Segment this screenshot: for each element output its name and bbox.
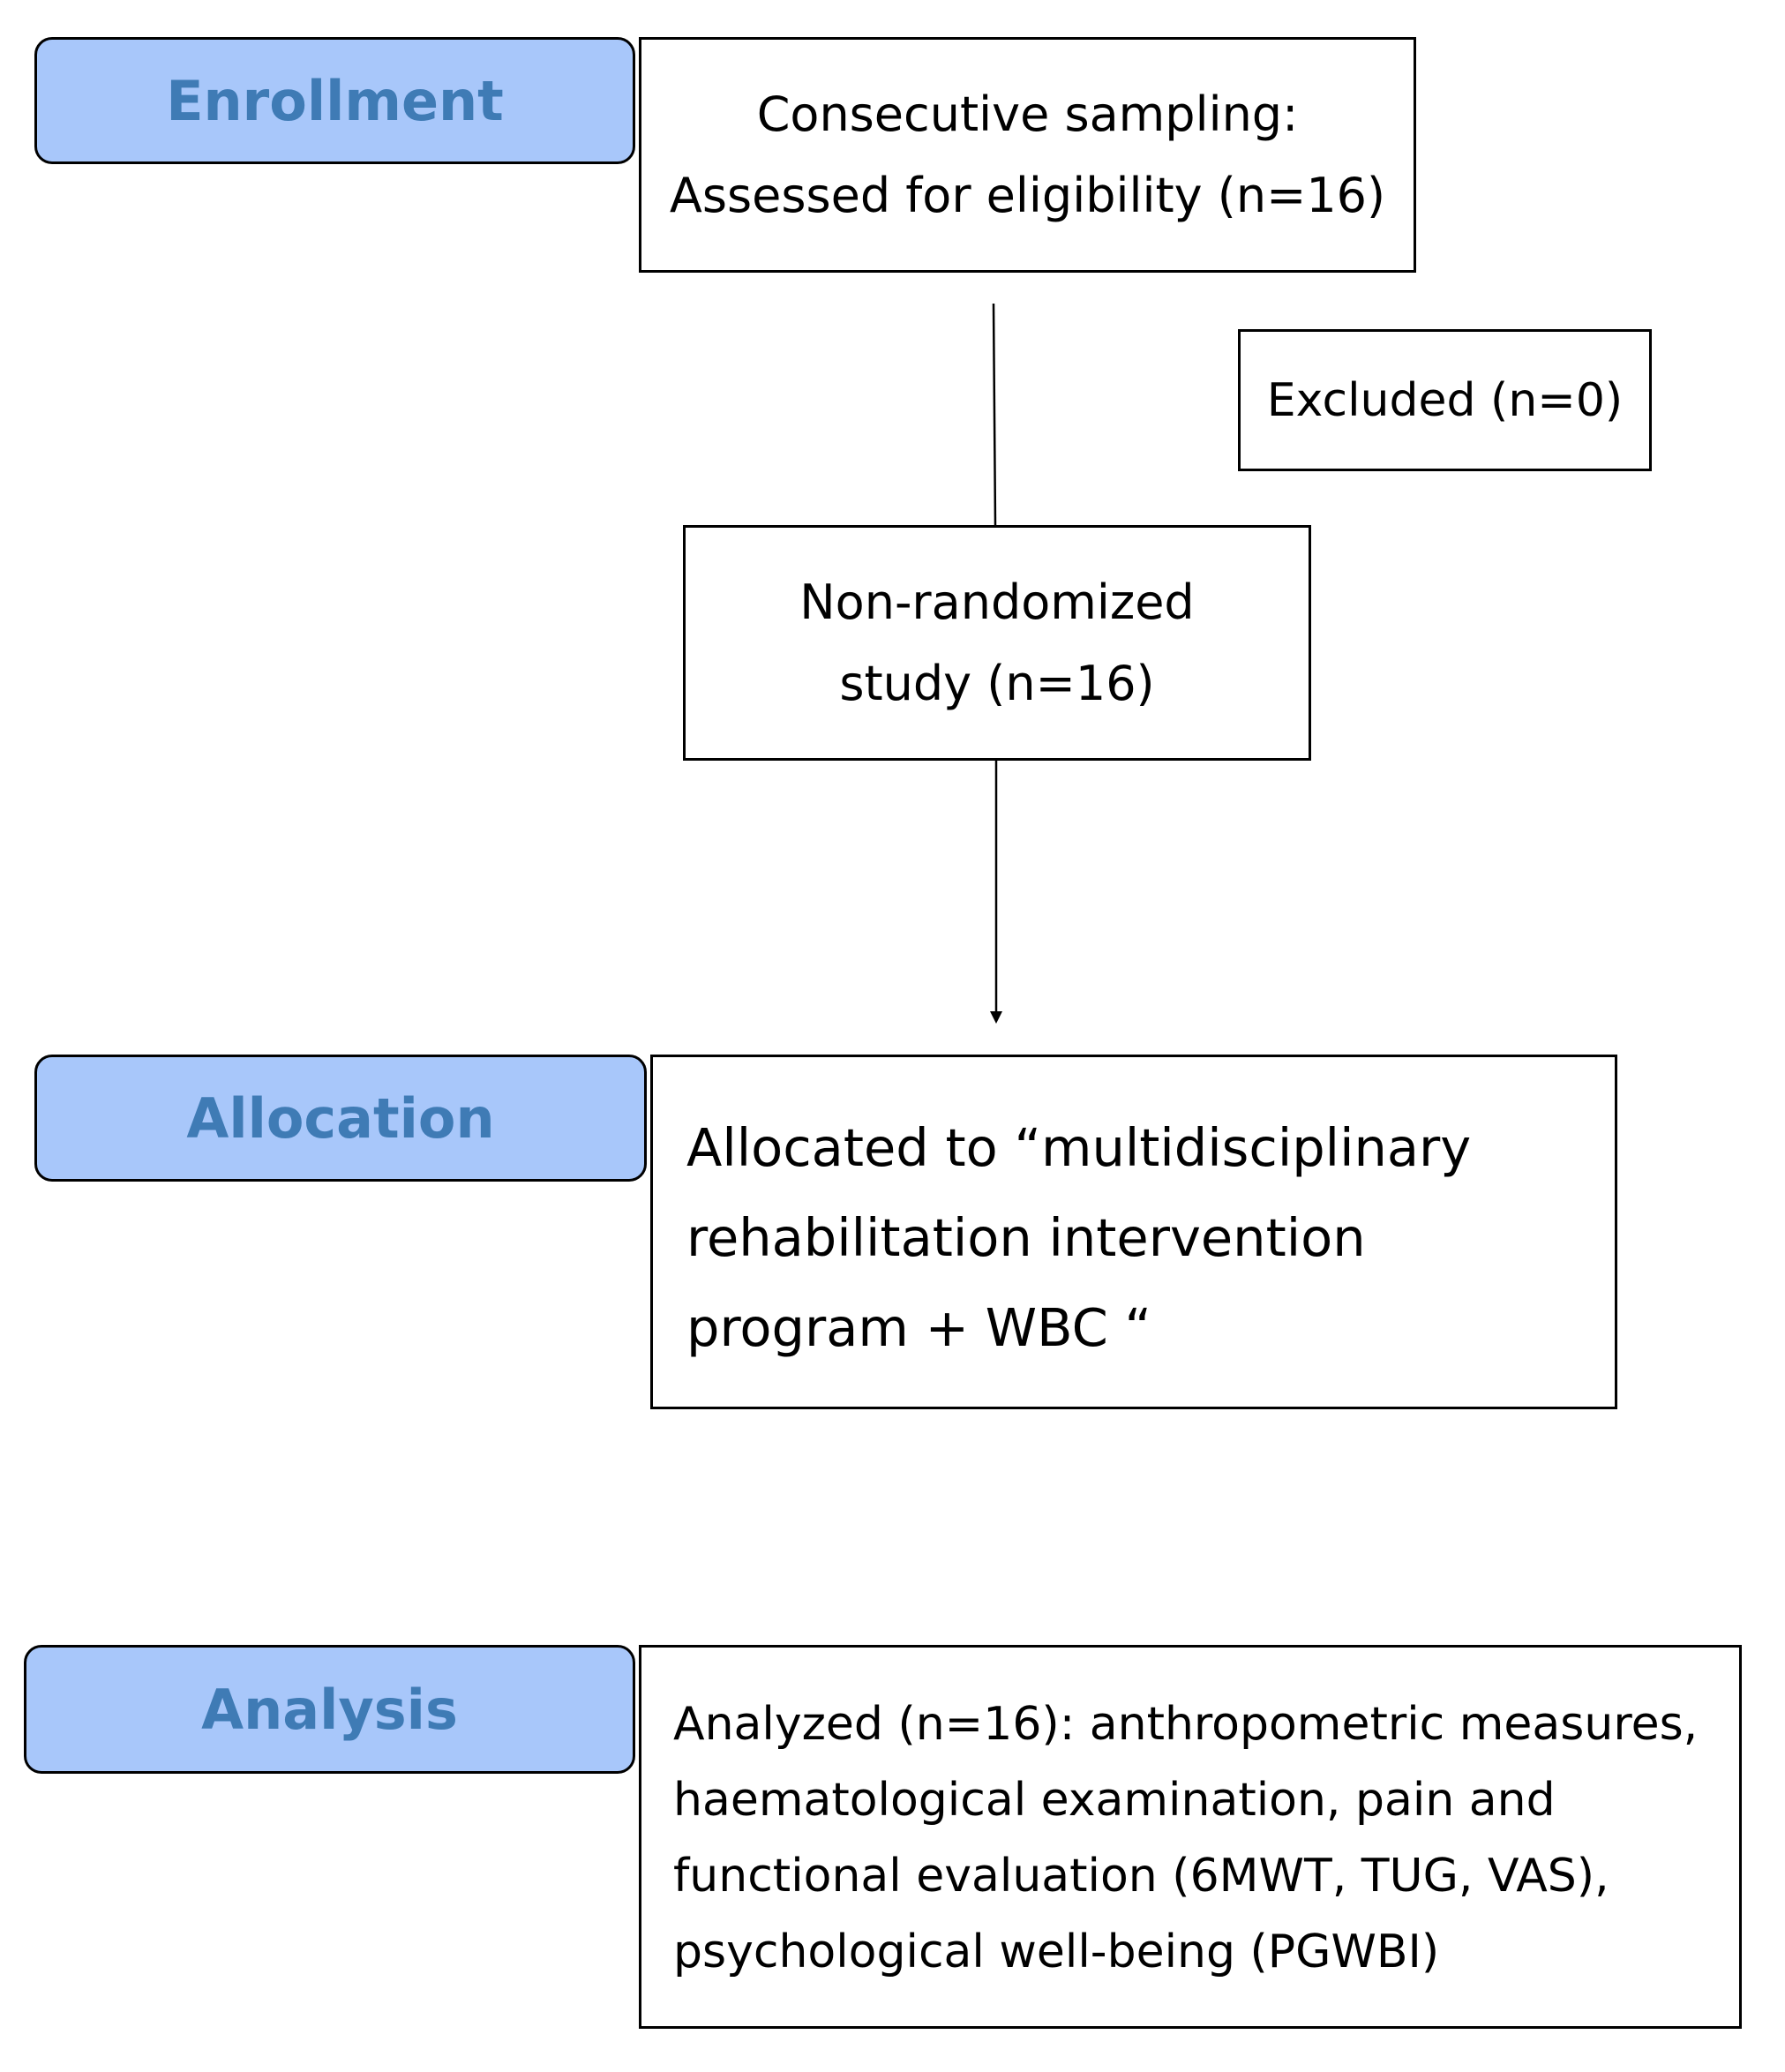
allocated-box: Allocated to “multidisciplinary rehabili… (650, 1055, 1617, 1409)
excluded-box: Excluded (n=0) (1238, 329, 1652, 471)
stage-analysis: Analysis (24, 1645, 635, 1774)
study-box: Non-randomized study (n=16) (683, 525, 1311, 761)
stage-enrollment: Enrollment (34, 37, 635, 164)
analyzed-box: Analyzed (n=16): anthropometric measures… (639, 1645, 1742, 2029)
excluded-text: Excluded (n=0) (1266, 373, 1624, 427)
assessed-text: Consecutive sampling: Assessed for eligi… (669, 86, 1386, 223)
allocated-text: Allocated to “multidisciplinary rehabili… (686, 1117, 1472, 1358)
assessed-box: Consecutive sampling: Assessed for eligi… (639, 37, 1416, 273)
connector-assessed-to-study (992, 303, 997, 526)
arrowhead-down (990, 1011, 1002, 1024)
study-text: Non-randomized study (n=16) (799, 574, 1195, 711)
stage-allocation: Allocation (34, 1055, 647, 1182)
analyzed-text: Analyzed (n=16): anthropometric measures… (673, 1698, 1699, 1978)
